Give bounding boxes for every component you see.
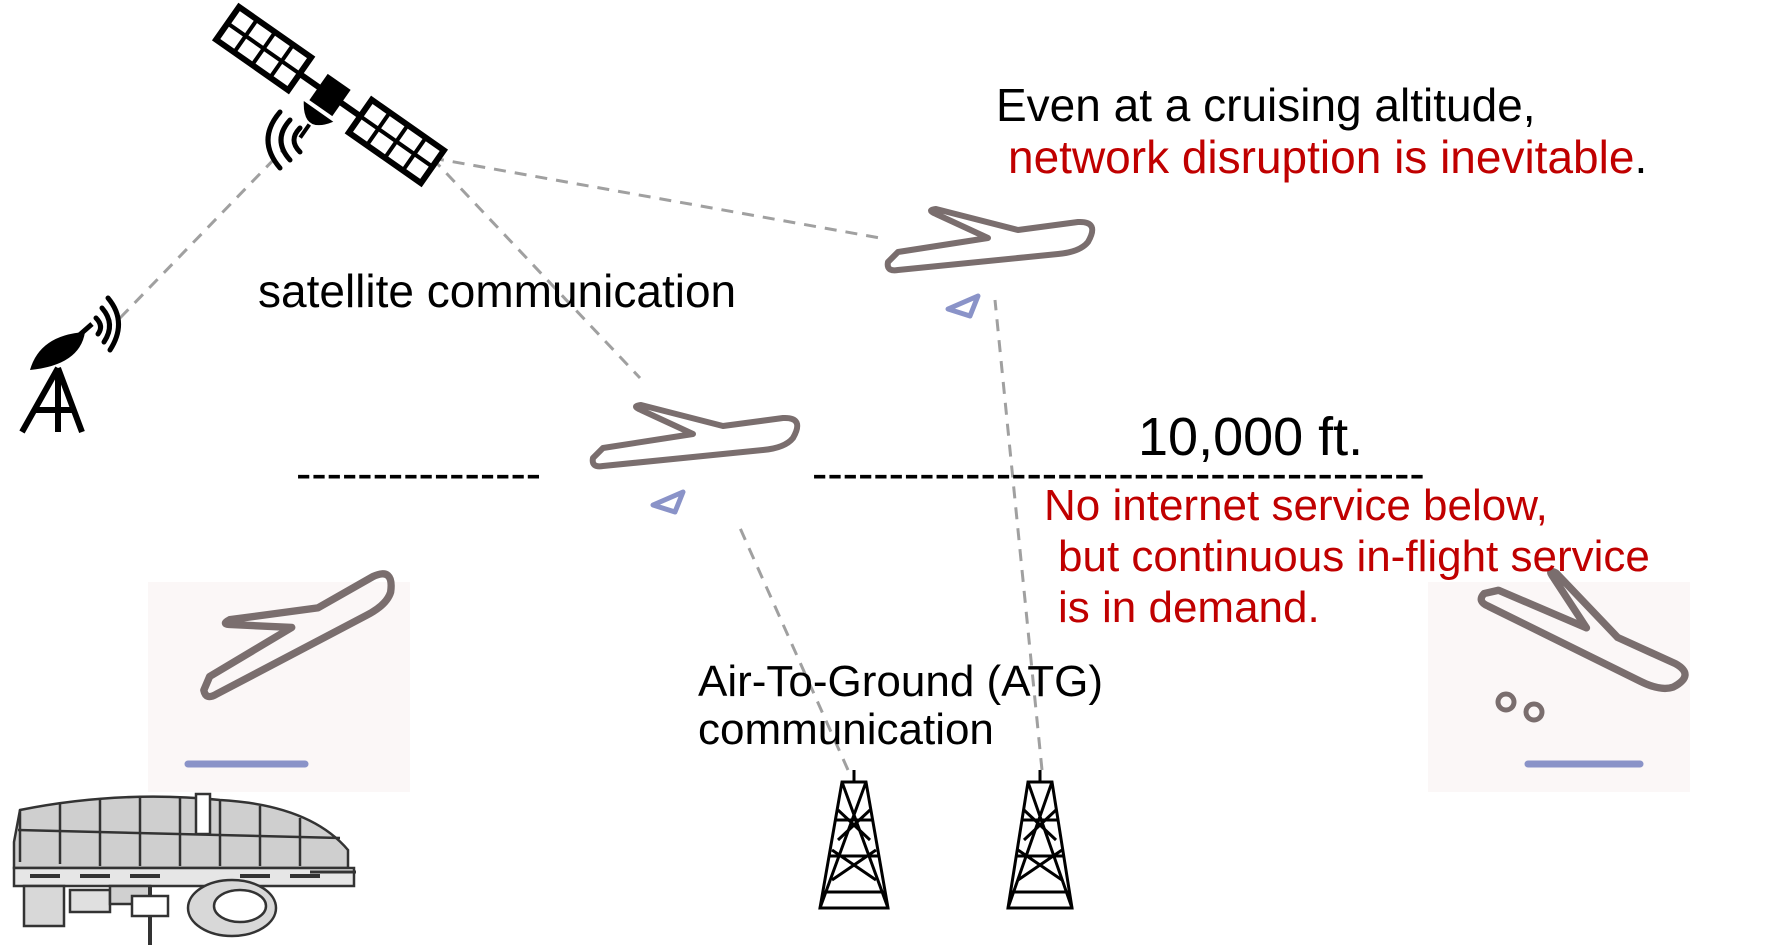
satellite-dish-icon bbox=[19, 295, 121, 434]
link-tower1-mid-plane bbox=[738, 527, 850, 771]
cruise-line-2: network disruption is inevitable bbox=[1008, 131, 1635, 183]
communication-links bbox=[118, 148, 1044, 771]
below-line-3: is in demand. bbox=[1058, 583, 1320, 632]
cruise-line-1: Even at a cruising altitude, bbox=[996, 79, 1536, 131]
below-line-2: but continuous in-flight service bbox=[1058, 532, 1650, 581]
link-tower2-high-plane bbox=[993, 299, 1044, 771]
altitude-label: 10,000 ft. bbox=[1138, 407, 1364, 467]
link-satellite-high-plane bbox=[431, 156, 881, 240]
airplane-icon-cruising bbox=[888, 209, 1093, 319]
cell-tower-icon-2 bbox=[1006, 770, 1074, 910]
satellite-icon bbox=[211, 2, 449, 188]
airplane-takeoff-icon bbox=[148, 558, 410, 792]
link-satellite-mid-plane bbox=[430, 156, 642, 380]
atg-line-2: communication bbox=[698, 705, 994, 754]
link-dish-satellite bbox=[118, 148, 285, 320]
airplane-landing-icon bbox=[1428, 546, 1695, 792]
atg-line-1: Air-To-Ground (ATG) bbox=[698, 657, 1104, 706]
cell-tower-icon-1 bbox=[818, 770, 890, 910]
altitude-dashes-right: ---------------------------------------- bbox=[812, 447, 1425, 499]
cruise-period: . bbox=[1634, 131, 1648, 183]
below-line-1: No internet service below, bbox=[1044, 481, 1548, 530]
satellite-communication-label: satellite communication bbox=[258, 265, 737, 317]
airport-terminal-icon bbox=[12, 792, 356, 945]
satellite-signal-waves bbox=[265, 109, 303, 171]
cruise-line-2-wrap: network disruption is inevitable. bbox=[1008, 134, 1647, 180]
altitude-dashes-left: ---------------- bbox=[296, 447, 542, 499]
airplane-icon-mid bbox=[593, 405, 798, 515]
